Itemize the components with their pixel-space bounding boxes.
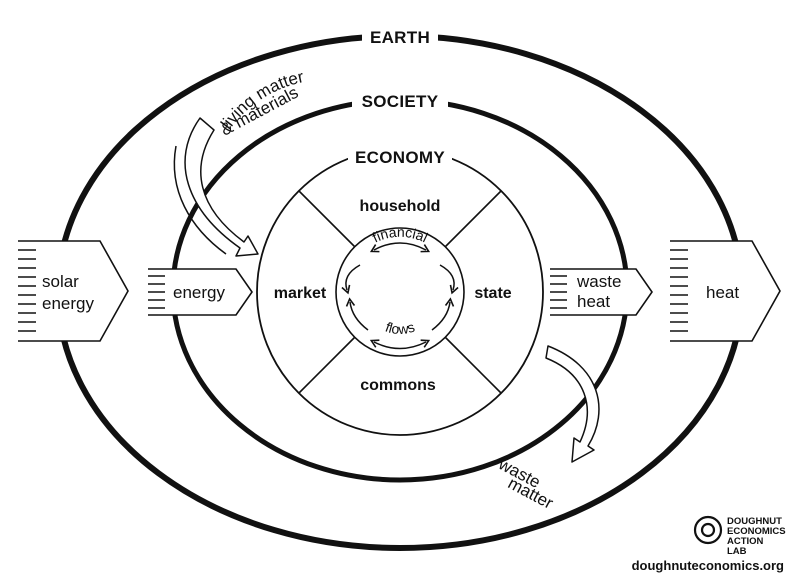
state-label: state <box>474 285 511 302</box>
solar-label-line2: energy <box>42 294 94 313</box>
waste-heat-label-line1: waste <box>576 272 621 291</box>
flows-label: flows <box>383 319 416 338</box>
living-matter-arrow <box>173 117 259 257</box>
market-label: market <box>274 285 327 302</box>
economy-label: ECONOMY <box>355 148 445 167</box>
energy-arrow: energy <box>148 268 253 316</box>
energy-label: energy <box>173 283 225 302</box>
financial-label: financial <box>370 224 431 246</box>
inner-circle <box>335 227 465 357</box>
flow-arrow-bottom <box>369 339 431 350</box>
divider-top-right <box>444 190 502 248</box>
waste-matter-arrow <box>545 345 600 463</box>
economy-label-bg <box>348 145 452 167</box>
heat-label: heat <box>706 283 739 302</box>
flow-arrow-right <box>439 264 459 295</box>
divider-bottom-left <box>298 336 356 394</box>
flow-arrow-top <box>369 242 431 253</box>
divider-bottom-right <box>444 336 502 394</box>
doughnut-logo: DOUGHNUT ECONOMICS ACTION LAB <box>693 515 786 557</box>
earth-label-bg <box>362 24 438 48</box>
divider-top-left <box>298 190 356 248</box>
solar-label-line1: solar <box>42 272 79 291</box>
logo-line2: ECONOMICS <box>727 526 786 537</box>
society-label: SOCIETY <box>362 92 439 111</box>
household-label: household <box>360 198 441 215</box>
heat-arrow: heat <box>670 240 781 342</box>
flow-arrow-right-bottom <box>431 297 455 331</box>
logo-line3: ACTION <box>727 536 764 547</box>
flow-arrow-left-bottom <box>345 297 369 331</box>
commons-label: commons <box>360 377 436 394</box>
logo-line1: DOUGHNUT <box>727 516 782 527</box>
website-url: doughnuteconomics.org <box>632 558 784 573</box>
flow-arrow-left <box>341 264 361 295</box>
waste-heat-arrow: waste heat <box>550 268 653 316</box>
society-label-bg <box>352 88 448 112</box>
waste-heat-label-line2: heat <box>577 292 610 311</box>
solar-energy-arrow: solar energy <box>18 240 129 342</box>
logo-line4: LAB <box>727 546 747 557</box>
earth-label: EARTH <box>370 28 430 47</box>
